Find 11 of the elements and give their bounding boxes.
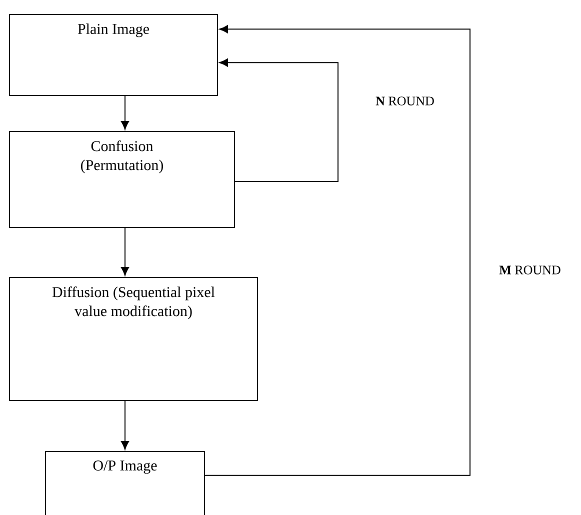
arrow (120, 400, 130, 450)
process-box: Confusion (Permutation) (9, 131, 235, 228)
edge-label: N ROUND (374, 96, 436, 106)
arrow (204, 25, 470, 476)
process-box: O/P Image (45, 451, 205, 515)
edge-label: M ROUND (498, 264, 562, 276)
arrow (120, 96, 130, 130)
arrow (219, 58, 338, 182)
process-box: Diffusion (Sequential pixel value modification) (9, 277, 258, 401)
process-box: Plain Image (9, 14, 218, 96)
arrow (120, 228, 130, 276)
